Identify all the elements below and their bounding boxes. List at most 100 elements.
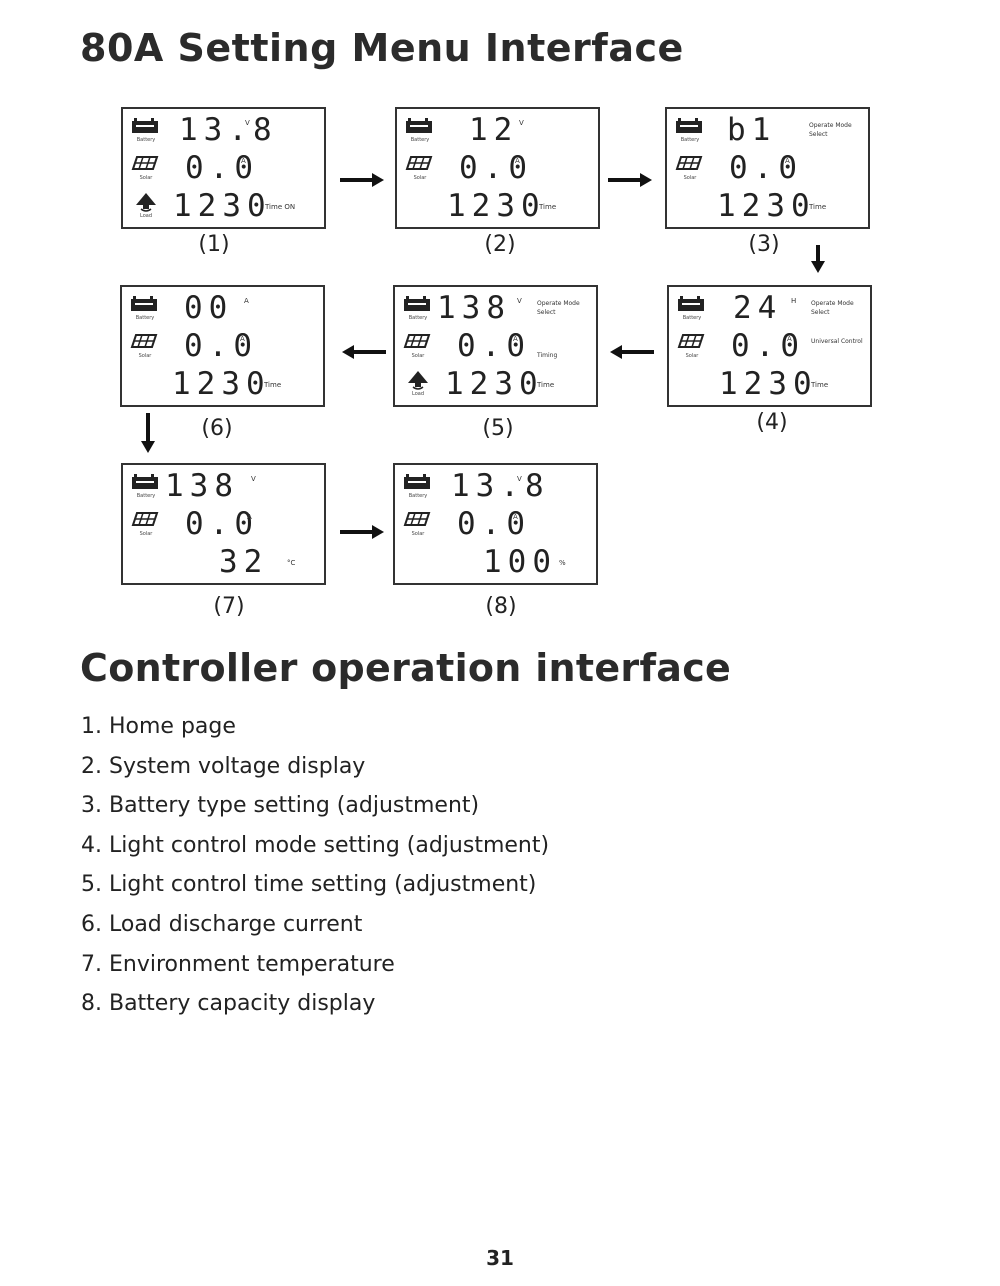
list-item: 3. Battery type setting (adjustment) bbox=[81, 793, 480, 819]
screen-caption: (3) bbox=[748, 232, 780, 257]
page-heading-setting-menu: 80A Setting Menu Interface bbox=[80, 26, 684, 70]
lcd-mode-label: Operate Mode Select bbox=[811, 300, 854, 316]
page-number: 31 bbox=[486, 1246, 514, 1270]
lcd-unit: A bbox=[247, 513, 252, 521]
lcd-digits: 32 bbox=[219, 544, 269, 580]
lcd-mode-label: Operate Mode Select bbox=[537, 300, 580, 316]
flow-arrow-icon bbox=[608, 172, 652, 192]
flow-arrow-icon bbox=[810, 245, 826, 277]
icon-label: Solar bbox=[139, 175, 153, 181]
battery-icon: Battery bbox=[131, 471, 161, 503]
lcd-unit: Time bbox=[809, 203, 827, 211]
screen-caption: (8) bbox=[485, 594, 517, 619]
battery-icon: Battery bbox=[677, 293, 707, 325]
lcd-unit: A bbox=[241, 157, 246, 165]
screen-caption: (5) bbox=[482, 416, 514, 441]
lcd-unit: °C bbox=[287, 559, 296, 567]
lcd-unit: A bbox=[785, 157, 790, 165]
icon-label: Solar bbox=[411, 353, 425, 359]
screen-caption: (1) bbox=[198, 232, 230, 257]
screen-caption: (7) bbox=[213, 594, 245, 619]
screen-caption: (6) bbox=[201, 416, 233, 441]
solar-panel-icon: Solar bbox=[130, 331, 160, 363]
lcd-unit: Time bbox=[264, 381, 282, 389]
lcd-digits: 1230 bbox=[719, 366, 818, 402]
lcd-digits: b1 bbox=[727, 112, 777, 148]
lcd-digits: 00 bbox=[184, 290, 234, 326]
solar-panel-icon: Solar bbox=[677, 331, 707, 363]
solar-panel-icon: Solar bbox=[131, 153, 161, 185]
lcd-digits: 0.0 bbox=[457, 328, 531, 364]
lcd-digits: 24 bbox=[733, 290, 783, 326]
flow-arrow-icon bbox=[140, 413, 156, 457]
lcd-unit: V bbox=[245, 119, 250, 127]
lcd-unit: V bbox=[251, 475, 256, 483]
lcd-unit: Time ON bbox=[265, 203, 296, 211]
icon-label: Battery bbox=[408, 493, 428, 499]
icon-label: Battery bbox=[682, 315, 702, 321]
icon-label: Solar bbox=[685, 353, 699, 359]
lcd-digits: 0.0 bbox=[459, 150, 533, 186]
lcd-unit: V bbox=[517, 475, 522, 483]
lcd-digits: 1230 bbox=[717, 188, 816, 224]
lcd-row: Battery 24 H bbox=[669, 291, 870, 325]
solar-panel-icon: Solar bbox=[131, 509, 161, 541]
lcd-unit: V bbox=[517, 297, 522, 305]
lcd-digits: 1230 bbox=[172, 366, 271, 402]
battery-icon: Battery bbox=[131, 115, 161, 147]
list-item: 1. Home page bbox=[81, 714, 236, 739]
icon-label: Solar bbox=[411, 531, 425, 537]
solar-panel-icon: Solar bbox=[675, 153, 705, 185]
battery-icon: Battery bbox=[403, 471, 433, 503]
lcd-unit: A bbox=[240, 335, 245, 343]
battery-icon: Battery bbox=[130, 293, 160, 325]
lcd-unit: Time bbox=[537, 381, 555, 389]
icon-label: Load bbox=[412, 391, 424, 397]
lcd-unit: A bbox=[787, 335, 792, 343]
flow-arrow-icon bbox=[340, 172, 384, 192]
list-item: 6. Load discharge current bbox=[81, 911, 363, 937]
icon-label: Load bbox=[140, 213, 152, 219]
lcd-mode-value: Universal Control bbox=[811, 338, 863, 345]
icon-label: Battery bbox=[410, 137, 430, 143]
lcd-digits: 0.0 bbox=[457, 506, 531, 542]
lcd-unit: Time bbox=[539, 203, 557, 211]
icon-label: Battery bbox=[408, 315, 428, 321]
lcd-digits: 0.0 bbox=[185, 150, 259, 186]
icon-label: Battery bbox=[135, 315, 155, 321]
icon-label: Solar bbox=[683, 175, 697, 181]
screen-caption: (2) bbox=[484, 232, 516, 257]
lcd-unit: H bbox=[791, 297, 797, 305]
lcd-row: Battery 138 V bbox=[395, 291, 596, 325]
icon-label: Battery bbox=[136, 137, 156, 143]
flow-arrow-icon bbox=[610, 344, 654, 364]
lcd-digits: 0.0 bbox=[185, 506, 259, 542]
list-item: 7. Environment temperature bbox=[81, 951, 395, 977]
solar-panel-icon: Solar bbox=[403, 509, 433, 541]
lcd-unit: Time bbox=[811, 381, 829, 389]
lcd-unit: % bbox=[559, 559, 566, 567]
lcd-digits: 138 bbox=[437, 290, 511, 326]
